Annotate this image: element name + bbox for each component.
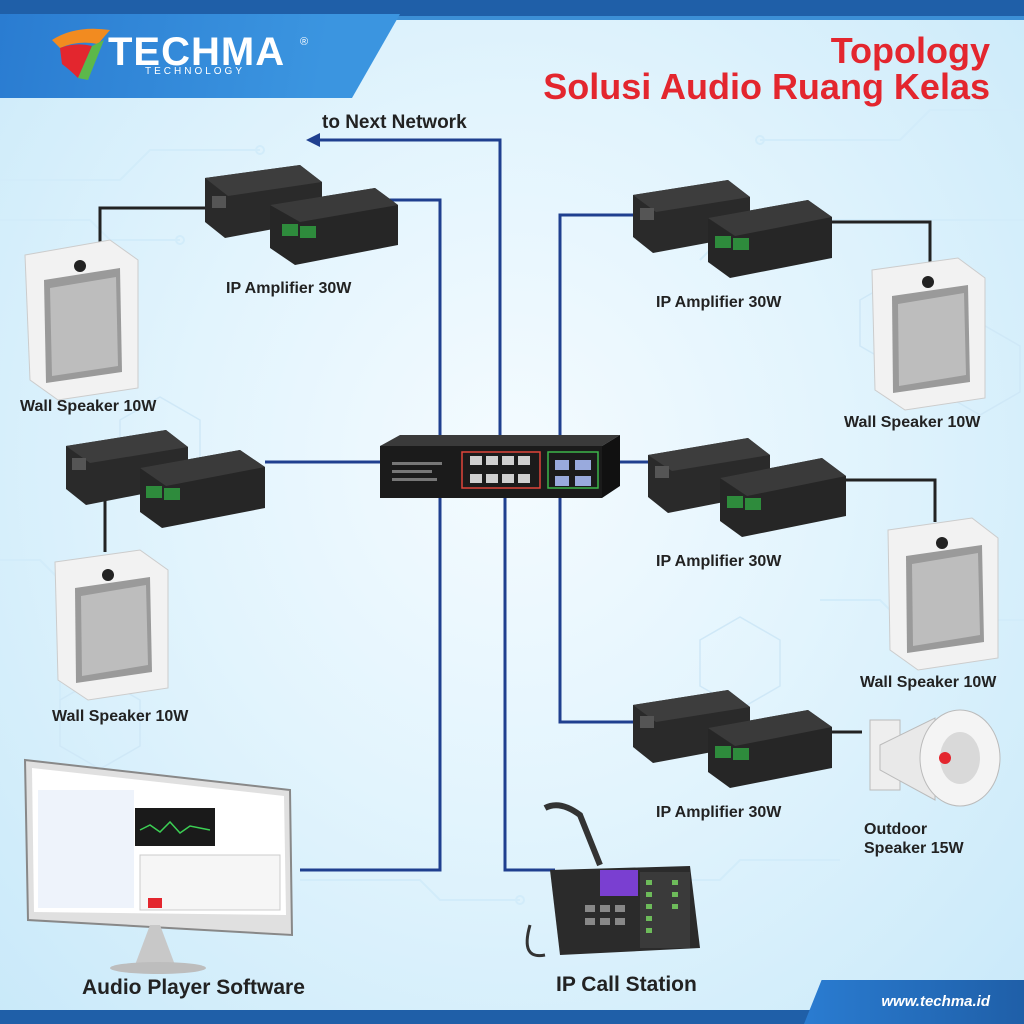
brand-name: TECHMA [108, 30, 286, 74]
label-speaker-mid-left: Wall Speaker 10W [52, 708, 189, 725]
label-amp-top-right: IP Amplifier 30W [656, 294, 782, 311]
link-software [300, 498, 442, 872]
amplifier-top-left [205, 165, 398, 265]
page-subtitle: Solusi Audio Ruang Kelas [543, 66, 990, 107]
wire-spk-tr [830, 220, 932, 262]
top-bar-accent [0, 16, 1024, 20]
link-next-network [316, 138, 502, 440]
label-audio-player-software: Audio Player Software [82, 976, 305, 999]
ip-call-station [525, 802, 700, 958]
top-bar [0, 0, 1024, 16]
amplifier-mid-right [648, 438, 846, 537]
label-speaker-mid-right: Wall Speaker 10W [860, 674, 997, 691]
label-amp-top-left: IP Amplifier 30W [226, 280, 352, 297]
wall-speaker-mid-left [54, 549, 169, 701]
wire-spk-mr [845, 478, 937, 522]
link-amp-br [558, 498, 635, 724]
label-speaker-top-left: Wall Speaker 10W [20, 398, 157, 415]
amplifier-top-right [633, 180, 832, 278]
url-band [804, 980, 1024, 1024]
link-call-station [503, 498, 555, 872]
label-outdoor-line1: Outdoor [864, 821, 928, 838]
label-amp-bottom-right: IP Amplifier 30W [656, 804, 782, 821]
label-ip-call-station: IP Call Station [556, 973, 697, 996]
speaker-wires [98, 206, 937, 734]
wire-spk-tl [98, 206, 205, 246]
brand-subtitle: TECHNOLOGY [145, 66, 246, 77]
label-outdoor-line2: Speaker 15W [864, 840, 964, 857]
label-next-network: to Next Network [322, 112, 467, 133]
outdoor-horn-speaker [869, 709, 1001, 807]
amplifier-mid-left [66, 430, 265, 528]
monitor-audio-software [23, 758, 294, 974]
poe-switch [380, 435, 620, 498]
bottom-bar [0, 1010, 1024, 1024]
wall-speaker-top-left [24, 239, 139, 401]
techma-logo-mark [52, 28, 110, 80]
arrow-next-network [306, 133, 320, 147]
brand-registered: ® [300, 36, 309, 48]
label-speaker-top-right: Wall Speaker 10W [844, 414, 981, 431]
wall-speaker-mid-right [887, 517, 999, 671]
link-amp-tr [558, 213, 635, 440]
website-url[interactable]: www.techma.id [881, 993, 990, 1010]
wall-speaker-top-right [871, 257, 986, 411]
label-amp-mid-right: IP Amplifier 30W [656, 553, 782, 570]
page-title: Topology [830, 30, 990, 71]
amplifier-bottom-right [633, 690, 832, 788]
